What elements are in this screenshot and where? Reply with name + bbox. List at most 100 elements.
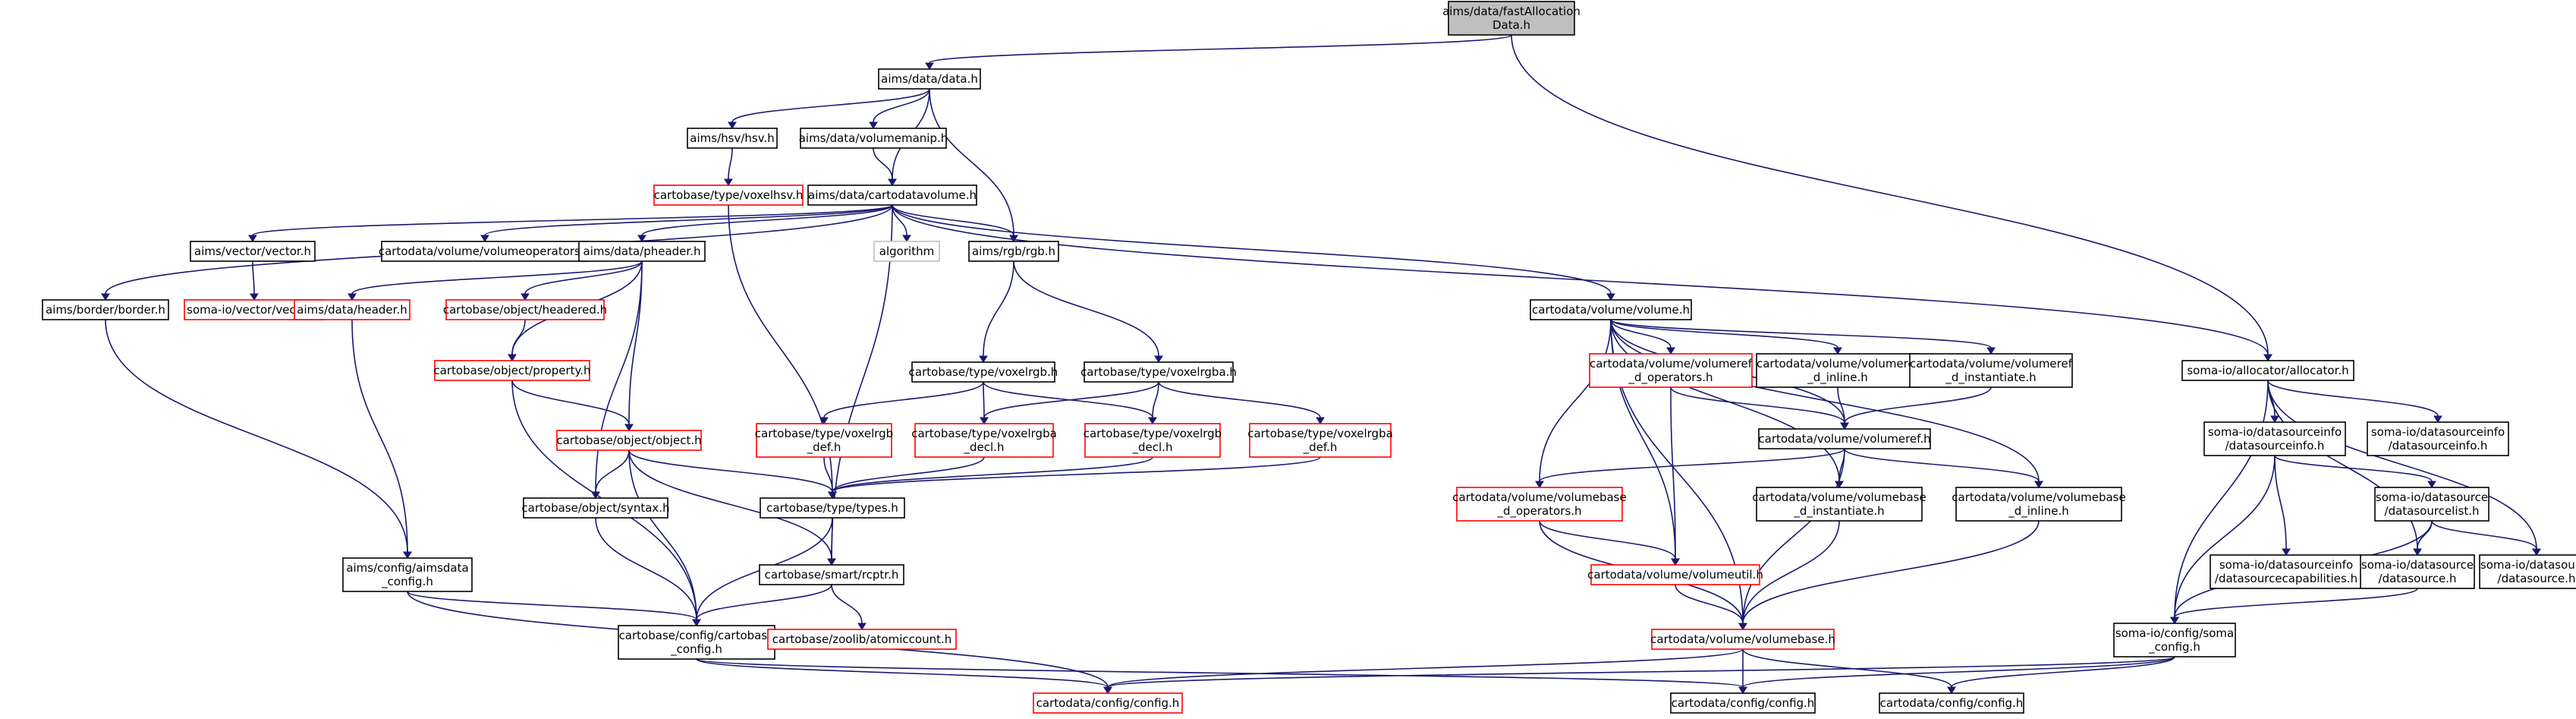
node-data[interactable]: aims/data/data.h (878, 68, 981, 90)
node-voxelrgba_decl[interactable]: cartobase/type/voxelrgba_decl.h (911, 423, 1057, 458)
edge-hsv-to-voxelhsv (724, 147, 733, 186)
node-label: soma-io/datasource (2480, 558, 2576, 572)
node-object[interactable]: cartobase/object/object.h (556, 430, 702, 451)
node-volumebase[interactable]: cartodata/volume/volumebase.h (1650, 629, 1835, 650)
node-label: cartobase/type/types.h (766, 501, 898, 515)
node-dsinfo_full[interactable]: soma-io/datasourceinfo/datasourceinfo.h (2203, 421, 2346, 456)
node-soma_config[interactable]: soma-io/config/soma_config.h (2113, 623, 2236, 658)
edge-root-to-data (925, 34, 1512, 70)
node-box (1249, 423, 1392, 458)
node-label: cartobase/object/syntax.h (521, 501, 669, 515)
node-cdvol[interactable]: aims/data/cartodatavolume.h (807, 184, 977, 206)
edge-volbase_ops-to-volumeutil (1539, 520, 1680, 566)
node-property[interactable]: cartobase/object/property.h (433, 360, 591, 381)
node-atomiccount[interactable]: cartobase/zoolib/atomiccount.h (767, 629, 957, 650)
edge-cdvol-to-allocator (892, 204, 2272, 361)
node-headered[interactable]: cartobase/object/headered.h (443, 299, 607, 320)
node-ds_mid[interactable]: soma-io/datasource/datasource.h (2360, 554, 2475, 589)
node-box (1955, 487, 2122, 522)
node-label: cartodata/volume/volumeref.h (1758, 432, 1930, 446)
node-label: /datasource.h (2498, 572, 2576, 585)
node-voxelrgba_def[interactable]: cartobase/type/voxelrgba_def.h (1247, 423, 1393, 458)
node-label: soma-io/datasource (2361, 558, 2474, 572)
node-volbase_inline[interactable]: cartodata/volume/volumebase_d_inline.h (1952, 487, 2126, 522)
node-box (42, 299, 169, 320)
node-types[interactable]: cartobase/type/types.h (760, 497, 905, 519)
node-border[interactable]: aims/border/border.h (42, 299, 169, 320)
node-cd_config_a[interactable]: cartodata/config/config.h (1670, 692, 1816, 714)
node-label: _decl.h (1132, 440, 1173, 455)
edge-data-to-volumemanip (869, 88, 930, 129)
node-voxelrgb_decl[interactable]: cartobase/type/voxelrgb_decl.h (1084, 423, 1222, 458)
node-box (2479, 554, 2576, 589)
node-box (445, 299, 605, 320)
node-label: cartobase/object/headered.h (443, 303, 607, 317)
node-dsinfo_right[interactable]: soma-io/datasourceinfo/datasourceinfo.h (2367, 421, 2509, 456)
edge-aimsdata_config-to-cartobase_config (407, 591, 701, 626)
node-cd_config_b[interactable]: cartodata/config/config.h (1879, 692, 2024, 714)
node-volumeutil[interactable]: cartodata/volume/volumeutil.h (1587, 564, 1763, 585)
edge-pheader-to-syntax (591, 260, 643, 499)
node-label: _d_operators.h (1496, 504, 1581, 519)
node-volref_ops[interactable]: cartodata/volume/volumeref_d_operators.h (1589, 353, 1753, 388)
node-voxelrgb[interactable]: cartobase/type/voxelrgb.h (909, 361, 1058, 383)
node-voxelrgba[interactable]: cartobase/type/voxelrgba.h (1080, 361, 1237, 383)
node-label: /datasource.h (2379, 572, 2457, 585)
node-label: cartobase/object/object.h (556, 434, 701, 447)
node-pheader[interactable]: aims/data/pheader.h (578, 241, 706, 262)
node-rgb[interactable]: aims/rgb/rgb.h (968, 241, 1059, 262)
node-voxelrgb_def[interactable]: cartobase/type/voxelrgb_def.h (755, 423, 893, 458)
node-volops[interactable]: cartodata/volume/volumeoperators.h (379, 241, 591, 262)
node-voxelhsv[interactable]: cartobase/type/voxelhsv.h (653, 184, 804, 206)
edge-soma_config-to-cd_config_a (1738, 656, 2175, 694)
node-box (760, 497, 905, 519)
node-label: _d_inline.h (1807, 371, 1868, 385)
node-box (1758, 428, 1931, 449)
node-cartobase_config[interactable]: cartobase/config/cartobase_config.h (618, 625, 775, 660)
node-box (878, 68, 981, 90)
edge-data-to-hsv (728, 88, 930, 129)
edge-rcptr-to-cartobase_config (692, 584, 832, 626)
node-label: soma-io/datasourceinfo (2208, 425, 2342, 439)
edge-property-to-object (511, 380, 634, 431)
edge-volumebase-to-cd_config_b (1742, 648, 1956, 694)
node-vector[interactable]: aims/vector/vector.h (190, 241, 316, 262)
node-volumemanip[interactable]: aims/data/volumemanip.h (799, 128, 948, 149)
node-label: algorithm (879, 244, 934, 258)
node-volbase_ops[interactable]: cartodata/volume/volumebase_d_operators.… (1452, 487, 1627, 522)
node-label: soma-io/datasource (2376, 490, 2488, 504)
node-allocator[interactable]: soma-io/allocator/allocator.h (2181, 360, 2354, 381)
node-label: aims/vector/vector.h (194, 244, 311, 258)
edge-pheader-to-object (624, 260, 643, 431)
node-aimsdata_config[interactable]: aims/config/aimsdata_config.h (342, 557, 473, 592)
node-rcptr[interactable]: cartobase/smart/rcptr.h (759, 564, 904, 585)
edge-dsinfo_full-to-dscap (2274, 455, 2291, 556)
node-volref_inline[interactable]: cartodata/volume/volumeref_d_inline.h (1756, 353, 1920, 388)
node-cd_config_red[interactable]: cartodata/config/config.h (1033, 692, 1183, 714)
node-label: cartodata/volume/volumeref (1910, 357, 2073, 371)
node-hsv[interactable]: aims/hsv/hsv.h (687, 128, 778, 149)
node-label: aims/hsv/hsv.h (690, 131, 774, 145)
node-volbase_inst[interactable]: cartodata/volume/volumebase_d_instantiat… (1752, 487, 1926, 522)
node-dscap[interactable]: soma-io/datasourceinfo/datasourcecapabil… (2210, 554, 2363, 589)
node-header[interactable]: aims/data/header.h (294, 299, 410, 320)
edge-voxelrgba_def-to-types (828, 456, 1321, 499)
edge-vector-to-somavector (250, 260, 259, 301)
node-box (2374, 487, 2490, 522)
node-box (1670, 692, 1816, 714)
node-box (434, 360, 590, 381)
edge-cartobase_config-to-cd_config_a (696, 658, 1747, 694)
edge-voxelrgb-to-voxelrgb_def (819, 381, 984, 424)
node-dslist[interactable]: soma-io/datasource/datasourcelist.h (2374, 487, 2490, 522)
node-syntax[interactable]: cartobase/object/syntax.h (521, 497, 670, 519)
node-box (653, 184, 804, 206)
node-label: cartodata/volume/volume.h (1532, 303, 1690, 317)
node-ds_right[interactable]: soma-io/datasource/datasource.h (2479, 554, 2576, 589)
node-label: aims/data/fastAllocation (1442, 5, 1581, 18)
node-box (294, 299, 410, 320)
node-label: aims/rgb/rgb.h (972, 244, 1055, 258)
edge-volumemanip-to-cdvol (873, 147, 897, 186)
node-volumeref[interactable]: cartodata/volume/volumeref.h (1758, 428, 1931, 449)
node-volref_inst[interactable]: cartodata/volume/volumeref_d_instantiate… (1909, 353, 2073, 388)
node-volume[interactable]: cartodata/volume/volume.h (1530, 299, 1692, 320)
